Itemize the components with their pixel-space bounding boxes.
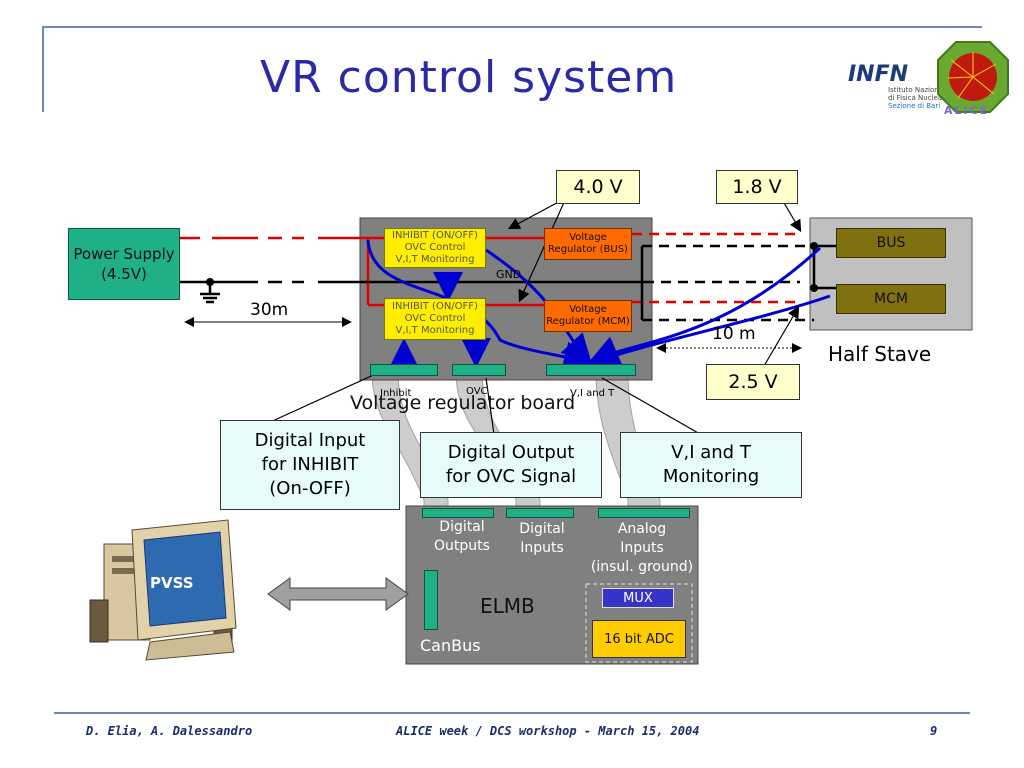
callout-monitoring: V,I and T Monitoring [620,432,802,498]
pvss-elmb-link [267,577,409,611]
callout-lines [265,195,802,435]
voltage-1v8-label: 1.8 V [716,170,798,204]
ovc-connector-label: OVC [466,386,488,397]
gnd-label: GND [496,268,522,281]
power-supply-box: Power Supply (4.5V) [68,228,180,300]
page-title: VR control system [260,52,678,103]
supply-lines [180,232,800,307]
mux-block: MUX [602,588,674,608]
inhibit-connector [370,364,438,376]
adc-block: 16 bit ADC [592,620,686,658]
frame-top-rule [42,26,982,28]
regulator-mcm-block: Voltage Regulator (MCM) [544,300,632,332]
ground-lines [180,244,836,322]
bus-module: BUS [836,228,946,258]
alice-logo-text: ALICE [944,104,990,117]
mcm-module: MCM [836,284,946,314]
pvss-computer [89,519,237,661]
ovc-connector [452,364,506,376]
vit-connector-label: V,I and T [570,388,615,399]
adc-group [585,583,693,663]
infn-logo: INFN [848,62,909,87]
footer-rule [54,712,970,714]
canbus-label: CanBus [420,636,481,655]
voltage-2v5-label: 2.5 V [706,364,800,400]
inhibit-connector-label: Inhibit [380,388,412,399]
inhibit-block-top: INHIBIT (ON/OFF) OVC Control V,I,T Monit… [384,228,486,268]
elmb-label: ELMB [480,594,535,618]
dimension-arrows [184,317,802,353]
footer-page-number: 9 [930,724,938,738]
vit-connector [546,364,636,376]
elmb-analog-inputs-connector [598,508,690,518]
distance-10m-label: 10 m [712,324,756,344]
inhibit-block-bottom: INHIBIT (ON/OFF) OVC Control V,I,T Monit… [384,298,486,340]
alice-logo [937,41,1009,113]
frame-left-rule [42,26,44,112]
footer-event: ALICE week / DCS workshop - March 15, 20… [396,724,700,738]
voltage-4v0-label: 4.0 V [556,170,640,204]
infn-logo-subtitle: Istituto Nazionale di Fisica Nucleare Se… [888,86,950,110]
elmb-digital-outputs-connector [422,508,494,518]
half-stave-label: Half Stave [828,342,932,366]
callout-digital-output: Digital Output for OVC Signal [420,432,602,498]
pvss-label: PVSS [150,574,194,592]
regulator-bus-block: Voltage Regulator (BUS) [544,228,632,260]
vr-board-label: Voltage regulator board [350,392,576,414]
footer-authors: D. Elia, A. Dalessandro [86,724,253,738]
elmb-digital-inputs-connector [506,508,574,518]
canbus-connector [424,570,438,630]
distance-30m-label: 30m [250,300,289,320]
callout-digital-input: Digital Input for INHIBIT (On-OFF) [220,420,400,510]
